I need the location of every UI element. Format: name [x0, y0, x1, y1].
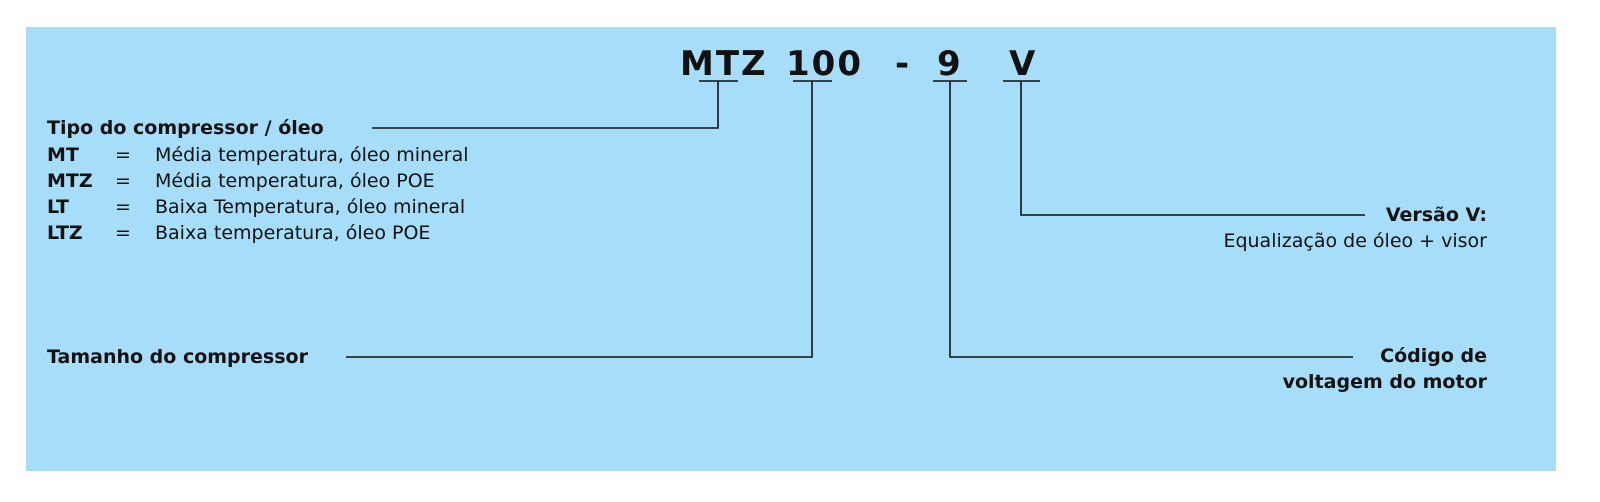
code-version: V [1009, 44, 1038, 84]
type-eq: = [115, 222, 131, 244]
type-eq: = [115, 170, 131, 192]
size-label: Tamanho do compressor [47, 346, 308, 368]
connector-type [372, 81, 719, 129]
type-desc: Baixa temperatura, óleo POE [155, 222, 431, 244]
type-eq: = [115, 196, 131, 218]
code-size: 100 [786, 44, 863, 84]
type-key: MTZ [47, 170, 93, 192]
connector-size [346, 81, 813, 358]
connector-version [1020, 81, 1365, 216]
type-desc: Baixa Temperatura, óleo mineral [155, 196, 466, 218]
code-series: MTZ [680, 44, 768, 84]
connector-voltage [949, 81, 1353, 358]
type-eq: = [115, 144, 131, 166]
type-key: MT [47, 144, 79, 166]
code-voltage: 9 [937, 44, 963, 84]
type-key: LT [47, 196, 69, 218]
type-title: Tipo do compressor / óleo [47, 117, 324, 139]
diagram-panel [26, 27, 1556, 471]
version-title: Versão V: [1385, 204, 1487, 226]
code-dash: - [895, 44, 912, 84]
voltage-line2: voltagem do motor [1282, 371, 1487, 393]
version-desc: Equalização de óleo + visor [1223, 230, 1487, 252]
voltage-line1: Código de [1380, 345, 1487, 367]
type-desc: Média temperatura, óleo mineral [155, 144, 469, 166]
type-desc: Média temperatura, óleo POE [155, 170, 435, 192]
type-key: LTZ [47, 222, 83, 244]
